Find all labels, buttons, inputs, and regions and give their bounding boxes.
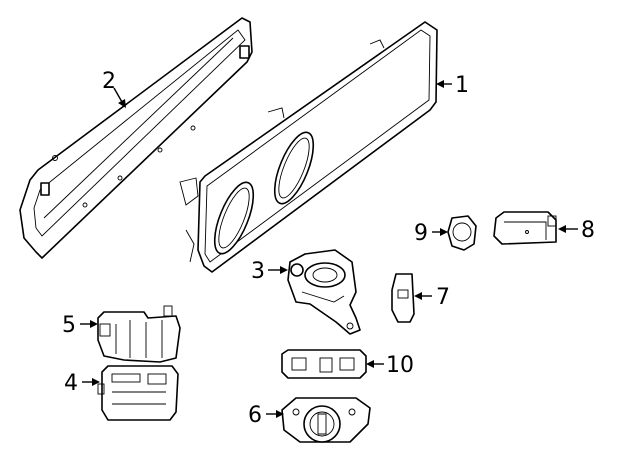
part-6-rotary-switch [281, 397, 371, 443]
callout-4: 4 [64, 371, 100, 396]
callout-10-label: 10 [386, 353, 414, 378]
callout-9-label: 9 [414, 221, 428, 246]
part-2-frame [19, 17, 253, 259]
part-5-bracket [97, 305, 181, 363]
part-9-sensor [447, 215, 477, 251]
callout-5-label: 5 [62, 313, 76, 338]
callout-1-label: 1 [455, 73, 469, 98]
part-3-switch [287, 249, 361, 335]
part-10-strip [281, 349, 367, 379]
callout-6: 6 [248, 403, 284, 428]
part-1-panel [179, 21, 438, 273]
callout-6-label: 6 [248, 403, 262, 428]
callout-10: 10 [366, 353, 414, 378]
part-4-control-unit [97, 365, 179, 421]
callout-3-label: 3 [251, 259, 265, 284]
callout-2: 2 [102, 69, 126, 108]
callout-8: 8 [558, 218, 595, 243]
callout-1: 1 [436, 73, 469, 98]
part-7-switch [391, 273, 415, 323]
callout-3: 3 [251, 259, 288, 284]
part-8-module [493, 211, 557, 245]
callout-7-label: 7 [436, 285, 450, 310]
callout-8-label: 8 [581, 218, 595, 243]
callout-7: 7 [414, 285, 450, 310]
callout-4-label: 4 [64, 371, 78, 396]
callout-5: 5 [62, 313, 98, 338]
callout-9: 9 [414, 221, 448, 246]
callout-2-label: 2 [102, 69, 116, 94]
